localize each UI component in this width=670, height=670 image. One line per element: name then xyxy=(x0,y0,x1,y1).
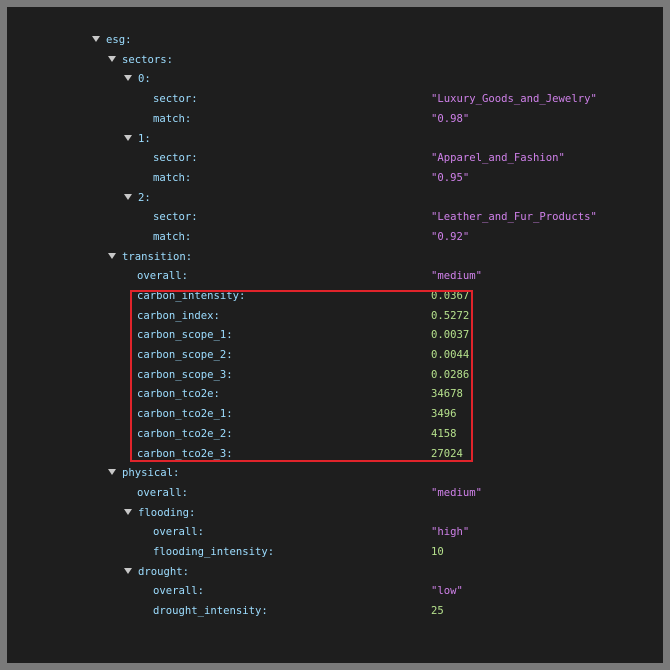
field-value: 0.0044 xyxy=(431,349,470,361)
field-value: "0.92" xyxy=(431,231,470,243)
field-value: 3496 xyxy=(431,408,457,420)
node-sector-1[interactable]: 1: xyxy=(124,130,151,150)
field-value: 0.0286 xyxy=(431,369,470,381)
caret-down-icon[interactable] xyxy=(124,75,132,81)
json-tree: esg: sectors: 0: sector: "Luxury_Goods_a… xyxy=(7,7,663,663)
field-key: sector: xyxy=(153,211,198,223)
caret-down-icon[interactable] xyxy=(124,194,132,200)
field-value: "Apparel_and_Fashion" xyxy=(431,152,565,164)
field-value: "medium" xyxy=(431,270,483,282)
field-key: carbon_tco2e: xyxy=(137,388,220,400)
field-key: carbon_scope_2: xyxy=(137,349,233,361)
field-value: 34678 xyxy=(431,388,463,400)
field-value: 27024 xyxy=(431,448,463,460)
node-key: 1: xyxy=(138,133,151,145)
field-value: "Leather_and_Fur_Products" xyxy=(431,211,597,223)
field-key: carbon_tco2e_1: xyxy=(137,408,233,420)
caret-down-icon[interactable] xyxy=(108,253,116,259)
field-key: overall: xyxy=(153,585,205,597)
caret-down-icon[interactable] xyxy=(108,56,116,62)
field-value: "0.95" xyxy=(431,172,470,184)
field-value: 0.0367 xyxy=(431,290,470,302)
field-key: sector: xyxy=(153,152,198,164)
caret-down-icon[interactable] xyxy=(124,568,132,574)
node-key: 2: xyxy=(138,192,151,204)
field-key: overall: xyxy=(153,526,205,538)
field-key: carbon_tco2e_2: xyxy=(137,428,233,440)
json-viewer: esg: sectors: 0: sector: "Luxury_Goods_a… xyxy=(7,7,663,663)
node-drought[interactable]: drought: xyxy=(124,563,189,583)
field-key: drought_intensity: xyxy=(153,605,268,617)
node-sectors[interactable]: sectors: xyxy=(108,51,173,71)
node-key: physical: xyxy=(122,467,180,479)
field-key: sector: xyxy=(153,93,198,105)
node-key: flooding: xyxy=(138,507,196,519)
field-value: "high" xyxy=(431,526,470,538)
node-key: transition: xyxy=(122,251,193,263)
field-key: carbon_scope_3: xyxy=(137,369,233,381)
field-key: flooding_intensity: xyxy=(153,546,275,558)
field-key: match: xyxy=(153,113,192,125)
field-key: carbon_tco2e_3: xyxy=(137,448,233,460)
field-key: carbon_scope_1: xyxy=(137,329,233,341)
field-key: carbon_index: xyxy=(137,310,220,322)
caret-down-icon[interactable] xyxy=(124,135,132,141)
field-value: "Luxury_Goods_and_Jewelry" xyxy=(431,93,597,105)
node-flooding[interactable]: flooding: xyxy=(124,504,195,524)
field-value: 4158 xyxy=(431,428,457,440)
caret-down-icon[interactable] xyxy=(92,36,100,42)
field-key: match: xyxy=(153,172,192,184)
node-key: esg: xyxy=(106,34,132,46)
node-key: 0: xyxy=(138,73,151,85)
node-key: drought: xyxy=(138,566,190,578)
field-value: "0.98" xyxy=(431,113,470,125)
field-value: 0.0037 xyxy=(431,329,470,341)
field-value: "low" xyxy=(431,585,463,597)
field-key: overall: xyxy=(137,487,189,499)
field-key: overall: xyxy=(137,270,189,282)
node-esg[interactable]: esg: xyxy=(92,31,132,51)
node-transition[interactable]: transition: xyxy=(108,248,192,268)
node-sector-0[interactable]: 0: xyxy=(124,70,151,90)
field-value: 0.5272 xyxy=(431,310,470,322)
field-value: 10 xyxy=(431,546,444,558)
field-key: carbon_intensity: xyxy=(137,290,246,302)
node-physical[interactable]: physical: xyxy=(108,464,179,484)
field-value: 25 xyxy=(431,605,444,617)
node-sector-2[interactable]: 2: xyxy=(124,189,151,209)
caret-down-icon[interactable] xyxy=(108,469,116,475)
field-value: "medium" xyxy=(431,487,483,499)
node-key: sectors: xyxy=(122,54,174,66)
field-key: match: xyxy=(153,231,192,243)
caret-down-icon[interactable] xyxy=(124,509,132,515)
